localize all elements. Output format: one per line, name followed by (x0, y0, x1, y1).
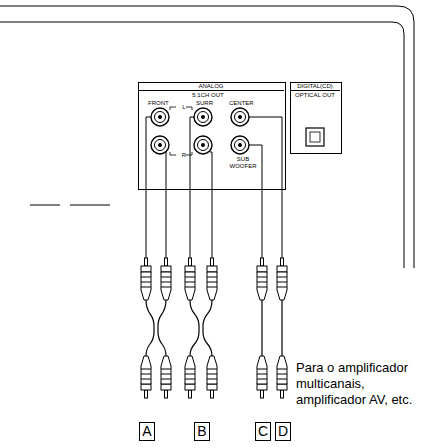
rca-plugs (141, 258, 287, 398)
jack-label: FRONT (148, 100, 169, 107)
player-housing (0, 6, 414, 268)
panel-sublabel: 5.1CH OUT (178, 92, 238, 99)
cable-letter-box: B (194, 422, 210, 441)
jack-label: OPTICAL OUT (295, 92, 335, 99)
cable-leader-lines (146, 117, 282, 258)
cable-letter: C (256, 423, 270, 439)
panel-heading: ANALOG (138, 82, 284, 91)
cable-letter: B (195, 423, 209, 439)
analog-output-panel: ANALOG5.1CH OUT FRONT SURR CENTER L R SUB WOOF… (138, 82, 286, 190)
channel-brackets (170, 107, 192, 155)
channel-label: R (179, 152, 189, 159)
jack-label: CENTER (229, 100, 254, 107)
panel-heading: DIGITAL(CD) (290, 82, 340, 91)
cable-letter-box: D (275, 422, 291, 441)
optical-jack (306, 128, 324, 146)
jack-label: SUB WOOFER (226, 156, 260, 169)
channel-label: L (179, 104, 189, 111)
cable-letter-box: C (255, 422, 271, 441)
audio-cables (146, 300, 282, 356)
jack-label: SURR (196, 100, 213, 107)
rca-jacks (151, 108, 249, 154)
cable-letter-box: A (139, 422, 155, 441)
cable-letter: D (276, 423, 290, 439)
connection-note: Para o amplificador multicanais, amplifi… (296, 360, 420, 408)
digital-output-panel: DIGITAL(CD)OPTICAL OUT (290, 82, 342, 154)
cable-letter: A (140, 423, 154, 439)
